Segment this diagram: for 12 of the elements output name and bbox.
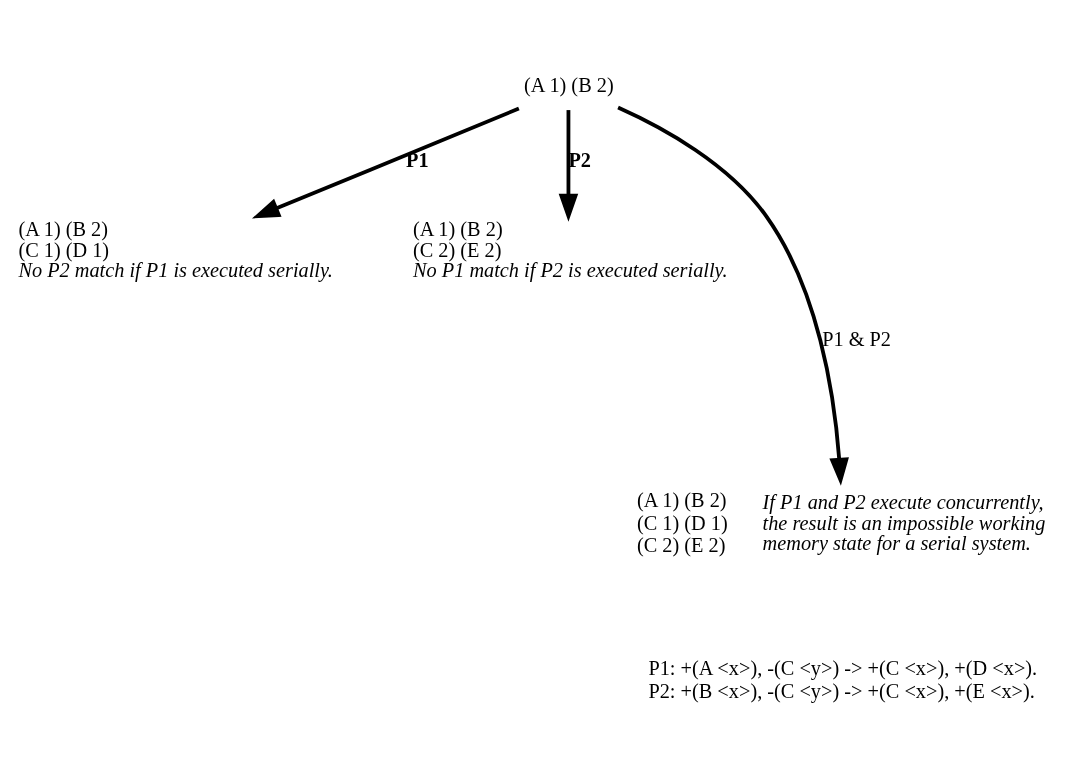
arrow: [251, 106, 520, 219]
arrow: [617, 105, 849, 486]
edge-label: P2: [568, 148, 591, 171]
node-text: (A 1) (B 2) (C 1) (D 1) (C 2) (E 2): [636, 488, 728, 557]
label: P1: +(A <x>), -(C <y>) -> +(C <x>), +(D <x>).: [648, 657, 1038, 680]
label: P2: +(B <x>), -(C <y>) -> +(C <x>), +(E <x>).: [648, 680, 1035, 703]
node-label: If P1 and P2 execute concurrently, the result is an impossible working memory state for a serial system.: [762, 491, 1046, 554]
edge-label: P1 & P2: [822, 327, 892, 350]
arrow: [558, 110, 579, 222]
node-text: (A 1) (B 2) (C 1) (D 1) No P2 match if P1 is executed serially.: [18, 218, 333, 281]
node-text: (A 1) (B 2) (C 2) (E 2) No P1 match if P2 is executed serially.: [413, 218, 728, 281]
node-text: (A 1) (B 2): [524, 73, 614, 96]
